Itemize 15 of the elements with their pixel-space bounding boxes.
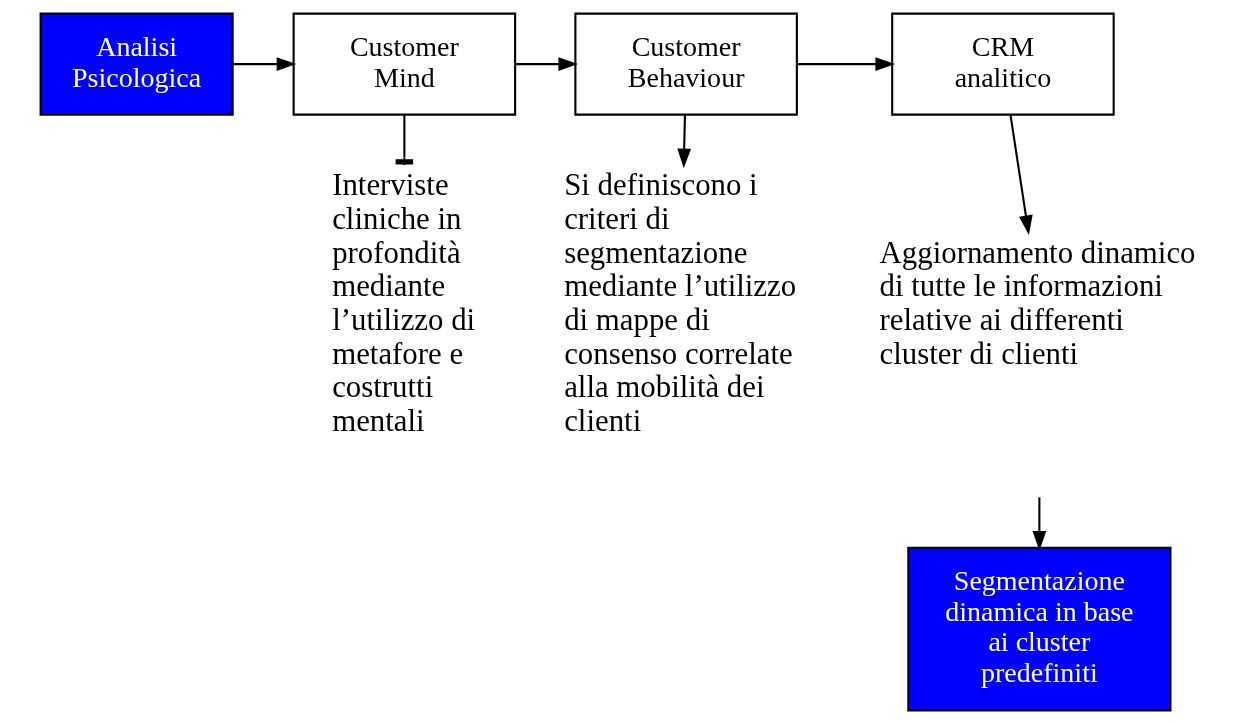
node-box: Customer Mind [292, 12, 517, 116]
connector [395, 114, 414, 166]
node-box: Analisi Psicologica [39, 12, 234, 116]
node-text: Aggiornamento dinamico di tutte le informazioni relative ai differenti cluster di clienti [879, 235, 1196, 371]
arrow [232, 57, 297, 71]
node-box: Customer Behaviour [574, 12, 798, 116]
node-text: Interviste cliniche in profondità mediante l’utilizzo di metafore e costrutti mentali [332, 168, 476, 438]
node-text: Si definiscono i criteri di segmentazione mediante l’utilizzo di mappe di consenso correlate alla mobilità dei clienti [564, 168, 797, 438]
arrow [796, 57, 896, 71]
node-box: Segmentazione dinamica in base ai cluster predefiniti [907, 546, 1172, 712]
arrow [515, 57, 578, 71]
node-box: CRM analitico [891, 12, 1115, 116]
arrow [677, 114, 692, 169]
arrow [1032, 497, 1047, 551]
arrow [1009, 114, 1033, 236]
